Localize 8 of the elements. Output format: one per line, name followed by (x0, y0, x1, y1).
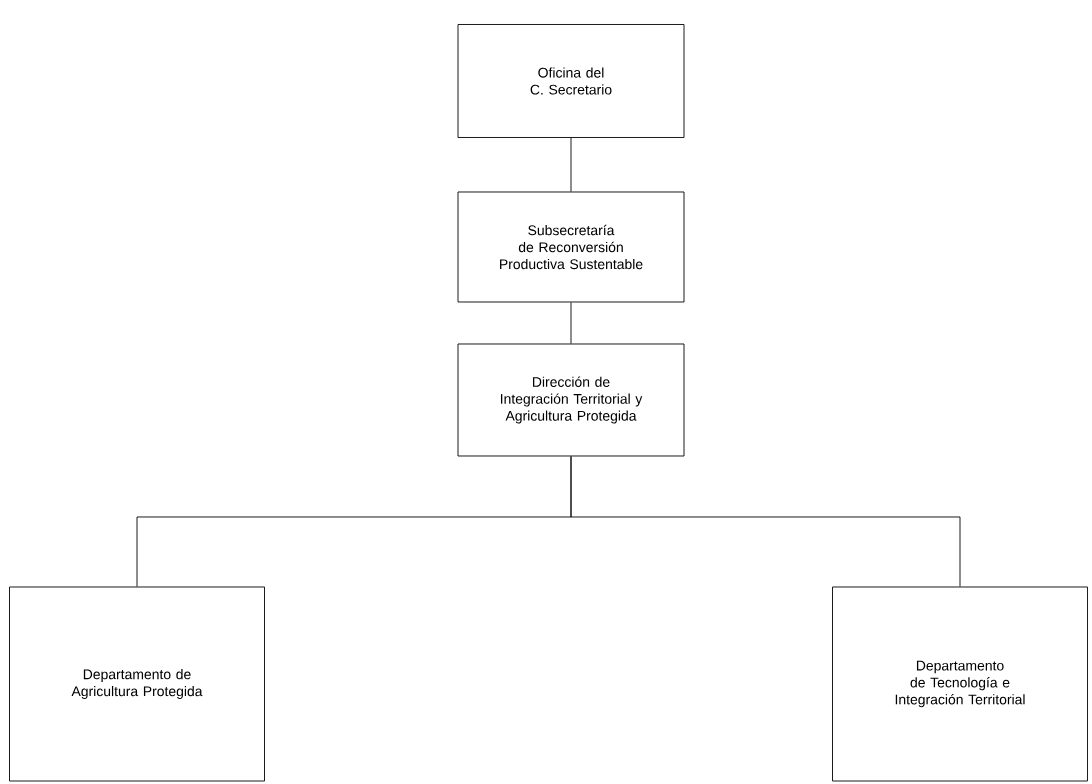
connector-line (570, 137, 572, 192)
org-box: Oficina del C. Secretario (457, 24, 685, 138)
org-box: Dirección de Integración Territorial y Agricultura Protegida (457, 343, 685, 457)
org-box: Subsecretaría de Reconversión Productiva Sustentable (457, 191, 685, 303)
org-box: Departamento de Tecnología e Integración Territorial (832, 586, 1088, 782)
org-box: Departamento de Agricultura Protegida (9, 586, 265, 782)
connector-line (570, 456, 961, 587)
connector-line (570, 302, 572, 344)
